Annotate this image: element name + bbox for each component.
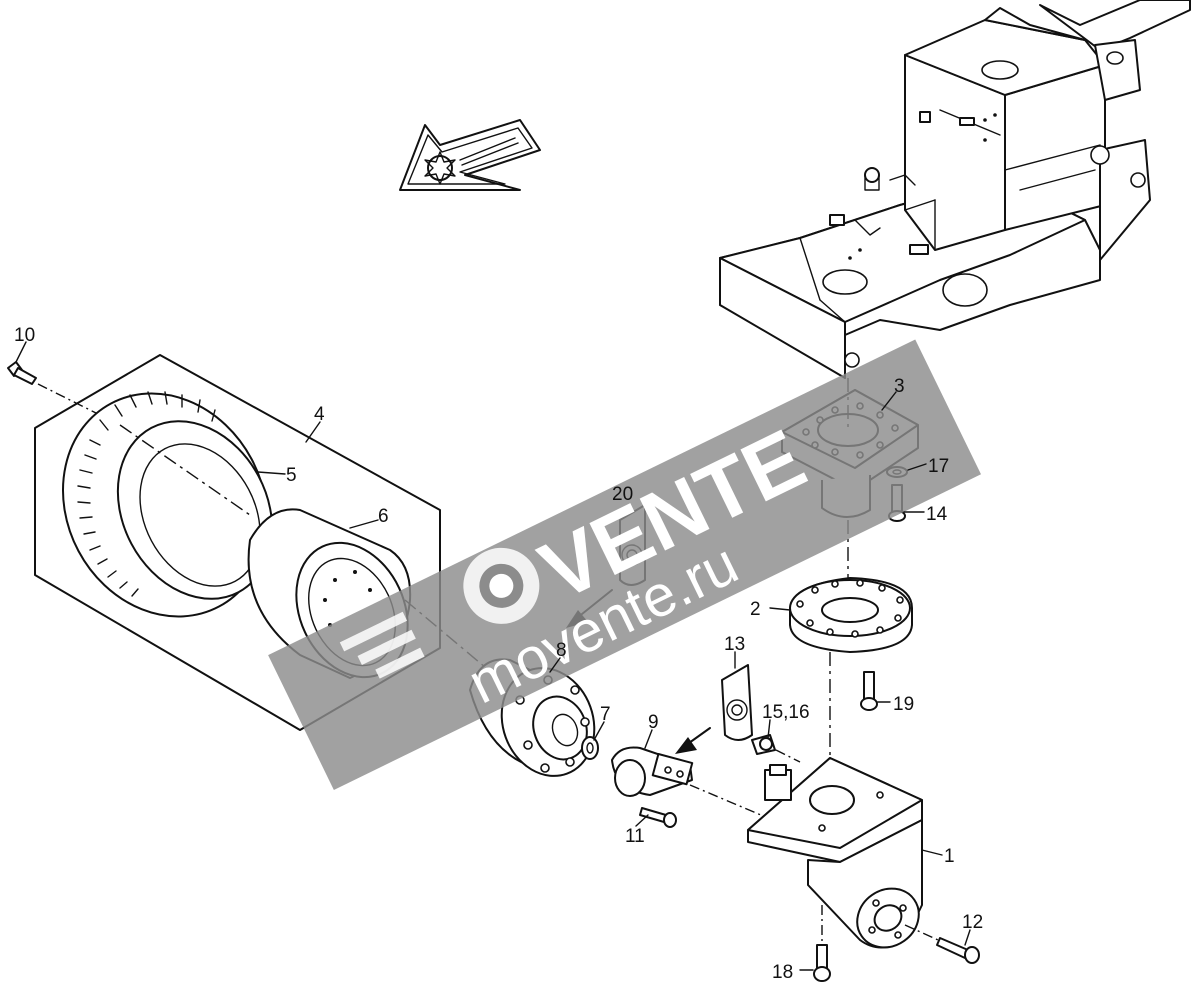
- callout-15-16: 15,16: [762, 702, 810, 723]
- screw-12: [936, 937, 980, 964]
- callout-5: 5: [286, 465, 297, 486]
- callout-9: 9: [648, 712, 659, 733]
- callout-17: 17: [928, 456, 949, 477]
- screw-11: [639, 807, 677, 828]
- callout-13: 13: [724, 634, 745, 655]
- callout-18: 18: [772, 962, 793, 983]
- grease-fitting-15-16: [751, 734, 776, 755]
- callout-4: 4: [314, 404, 325, 425]
- callout-14: 14: [926, 504, 948, 525]
- washer-7: [581, 736, 599, 760]
- callout-2: 2: [750, 599, 761, 620]
- sealant-tube-13-icon: [721, 664, 753, 741]
- callout-19: 19: [893, 694, 914, 715]
- arrow-13: [675, 727, 711, 754]
- callout-labels: 10 4 5 6 20 8 7 9 11 13 15,16 3 17 14 2 …: [14, 325, 983, 983]
- forward-direction-arrow-icon: [399, 119, 541, 191]
- callout-12: 12: [962, 912, 983, 933]
- callout-leaders: [15, 341, 971, 971]
- axis-line-9: [689, 784, 821, 841]
- callout-11: 11: [625, 826, 645, 847]
- bolt-10: [7, 361, 37, 385]
- callout-6: 6: [378, 506, 389, 527]
- callout-1: 1: [944, 846, 955, 867]
- chassis-frame: [719, 0, 1191, 379]
- screw-19: [860, 671, 878, 711]
- mount-bracket-9: [611, 746, 694, 797]
- axis-line-12: [904, 924, 939, 941]
- callout-7: 7: [600, 704, 611, 725]
- axis-line-15: [775, 749, 801, 763]
- swivel-housing-1: [747, 757, 923, 949]
- axis-line-10: [37, 383, 121, 426]
- tyre-5: [62, 391, 274, 618]
- screw-18: [813, 944, 831, 982]
- bearing-ring-2: [789, 577, 913, 653]
- callout-3: 3: [894, 376, 905, 397]
- callout-10: 10: [14, 325, 35, 346]
- callout-20: 20: [612, 484, 633, 505]
- callout-8: 8: [556, 640, 567, 661]
